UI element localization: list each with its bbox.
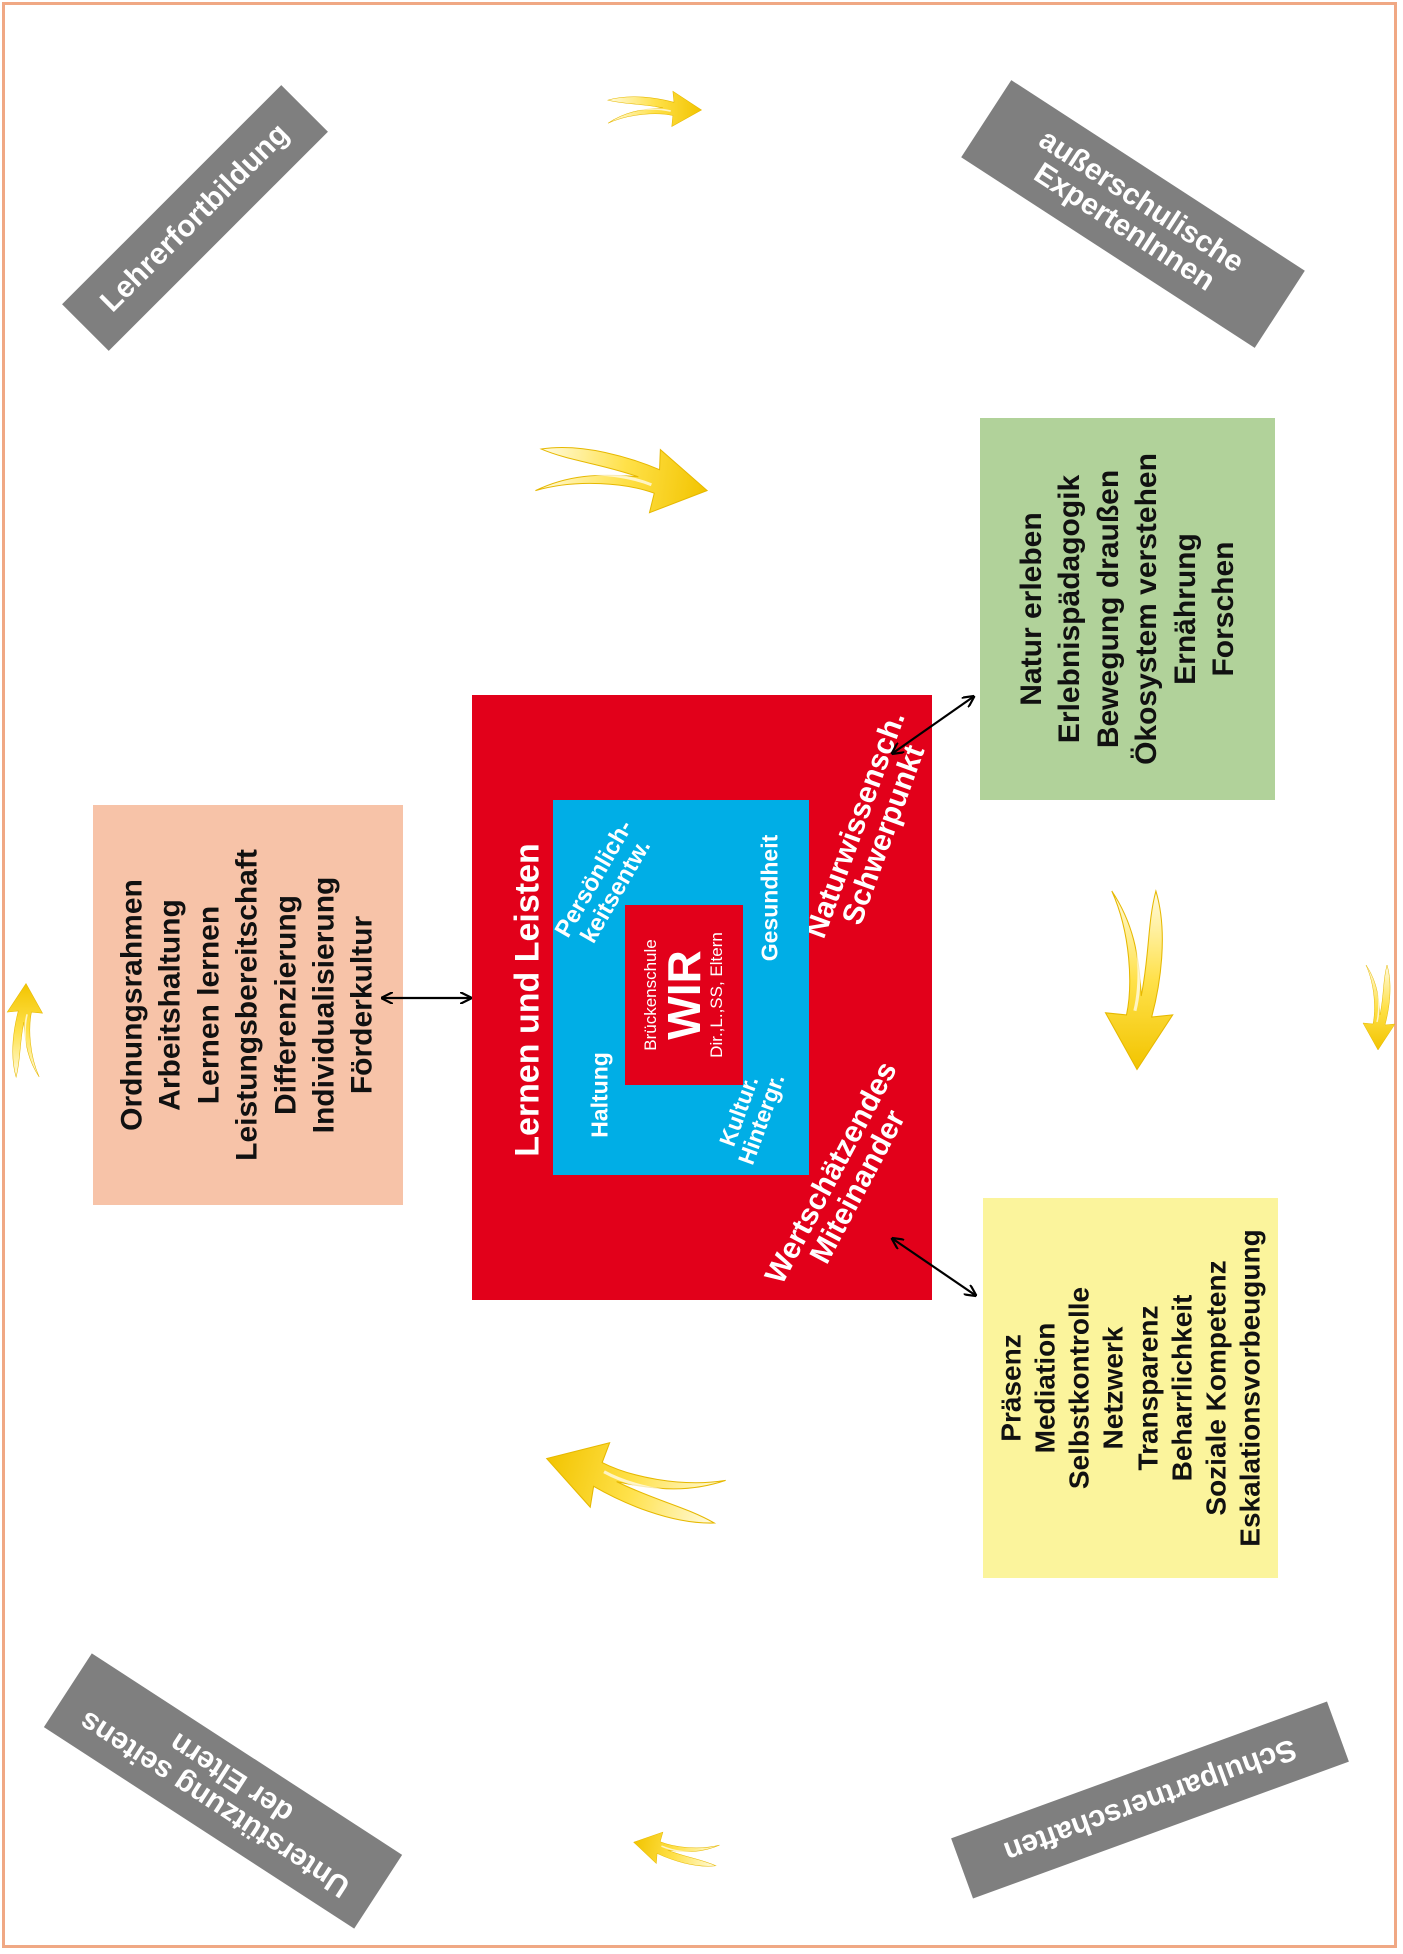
box-nature: Natur erleben Erlebnispädagogik Bewegung… [980, 418, 1275, 800]
double-arrow-icon [893, 1239, 975, 1295]
double-arrow-icon [893, 697, 973, 753]
box-social: Präsenz Mediation Selbstkontrolle Netzwe… [983, 1198, 1278, 1578]
box-learning: Ordnungsrahmen Arbeitshaltung Lernen ler… [93, 805, 403, 1205]
center-core-box: Brückenschule WIR Dir.,L.,SS, Eltern [625, 905, 743, 1085]
